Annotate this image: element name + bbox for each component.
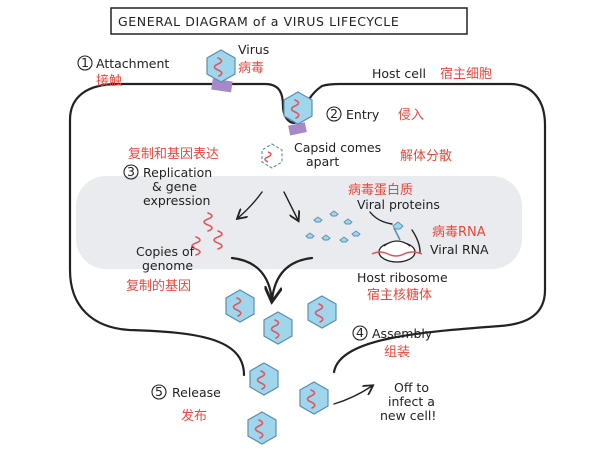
svg-text:Host cell: Host cell <box>372 66 426 81</box>
svg-text:Viral RNA: Viral RNA <box>430 242 489 257</box>
label-off-to-infect: Off to infect a new cell! <box>380 380 436 423</box>
title-box: GENERAL DIAGRAM of a VIRUS LIFECYCLE <box>110 7 468 35</box>
svg-text:genome: genome <box>142 258 193 273</box>
label-entry: 2 Entry 侵入 <box>326 106 424 123</box>
svg-text:5: 5 <box>155 384 163 399</box>
label-assembly: 4 Assembly 组装 <box>352 325 433 360</box>
svg-text:发布: 发布 <box>181 408 207 424</box>
svg-text:Viral proteins: Viral proteins <box>357 197 440 212</box>
svg-text:病毒RNA: 病毒RNA <box>432 225 486 240</box>
host-ribosome <box>369 211 423 263</box>
svg-text:病毒: 病毒 <box>238 61 264 76</box>
label-viral-rna: 病毒RNA Viral RNA <box>430 225 489 257</box>
label-capsid: Capsid comes apart 解体分散 <box>294 140 452 169</box>
label-attachment: 1 Attachment 接触 <box>77 55 169 89</box>
svg-text:Off to: Off to <box>394 380 429 395</box>
svg-text:宿主核糖体: 宿主核糖体 <box>367 287 432 303</box>
svg-text:Replication: Replication <box>143 165 212 180</box>
label-host-ribosome: Host ribosome 宿主核糖体 <box>357 270 448 303</box>
svg-text:接触: 接触 <box>96 73 122 89</box>
svg-text:Virus: Virus <box>238 42 269 57</box>
svg-text:Capsid comes: Capsid comes <box>294 140 381 155</box>
svg-text:Release: Release <box>172 385 221 400</box>
label-copies-of-genome: Copies of genome 复制的基因 <box>126 244 195 294</box>
svg-text:Attachment: Attachment <box>96 56 169 71</box>
svg-text:1: 1 <box>81 55 89 70</box>
label-viral-proteins: 病毒蛋白质 Viral proteins <box>348 182 440 212</box>
svg-text:组装: 组装 <box>384 345 410 360</box>
svg-text:apart: apart <box>306 154 339 169</box>
svg-text:Assembly: Assembly <box>372 326 433 341</box>
label-replication: 复制和基因表达 3 Replication & gene expression <box>123 147 219 208</box>
svg-text:病毒蛋白质: 病毒蛋白质 <box>348 182 413 198</box>
receptor-attachment <box>211 78 233 93</box>
svg-text:4: 4 <box>356 325 364 340</box>
svg-text:宿主细胞: 宿主细胞 <box>440 66 492 82</box>
diagram-title: GENERAL DIAGRAM of a VIRUS LIFECYCLE <box>118 14 399 29</box>
virus-particle-attachment <box>206 49 236 83</box>
label-host-cell: Host cell 宿主细胞 <box>372 66 492 82</box>
svg-text:Copies of: Copies of <box>136 244 195 259</box>
svg-text:2: 2 <box>330 106 338 121</box>
receptor-entry <box>288 122 307 136</box>
svg-text:Entry: Entry <box>346 107 380 122</box>
svg-text:复制和基因表达: 复制和基因表达 <box>128 147 219 162</box>
label-virus: Virus 病毒 <box>238 42 269 76</box>
svg-text:复制的基因: 复制的基因 <box>126 278 191 294</box>
svg-text:infect a: infect a <box>388 394 435 409</box>
label-release: 5 Release 发布 <box>151 384 221 424</box>
svg-text:expression: expression <box>143 193 210 208</box>
svg-text:解体分散: 解体分散 <box>400 149 452 164</box>
svg-text:Host ribosome: Host ribosome <box>357 270 448 285</box>
svg-text:& gene: & gene <box>152 179 197 194</box>
svg-text:侵入: 侵入 <box>398 107 424 123</box>
svg-text:new cell!: new cell! <box>380 408 436 423</box>
svg-text:3: 3 <box>127 164 135 179</box>
capsid-uncoating <box>261 143 283 169</box>
